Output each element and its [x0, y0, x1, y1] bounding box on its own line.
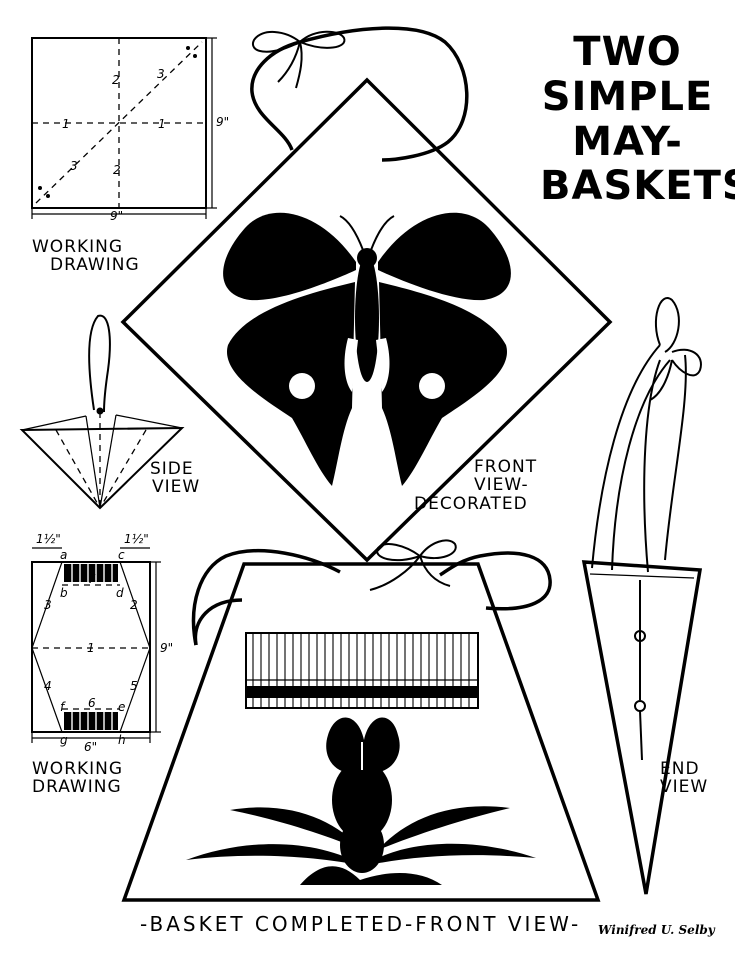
- working-drawing-hexagon: 1 2 3 4 5 6 7 a b c d e f g h 1½" 1½" 9"…: [31, 532, 173, 754]
- page-title: TWO SIMPLE MAY- BASKETS: [540, 29, 735, 210]
- fold-number: 7: [88, 572, 96, 586]
- width-dimension: 9": [110, 209, 123, 223]
- working-drawing-label-1: WORKING DRAWING: [32, 237, 140, 276]
- corner-letter: a: [60, 548, 67, 562]
- front-view-decorated-label: FRONT VIEW- DECORATED: [414, 457, 538, 514]
- flower-silhouette: [186, 717, 536, 885]
- fold-number: 1: [62, 117, 70, 131]
- fold-number: 5: [130, 679, 138, 693]
- top-right-dimension: 1½": [124, 532, 149, 546]
- height-dimension: 9": [160, 641, 173, 655]
- fold-number: 1: [158, 117, 166, 131]
- side-view-label: SIDE VIEW: [150, 459, 201, 498]
- fold-number: 4: [44, 679, 52, 693]
- corner-letter: d: [116, 586, 124, 600]
- fold-number: 6: [88, 696, 96, 710]
- basket-completed-caption: -BASKET COMPLETED-FRONT VIEW-: [140, 912, 582, 936]
- corner-letter: h: [118, 733, 126, 747]
- title-line: TWO: [573, 29, 682, 75]
- fold-number: 2: [113, 163, 121, 177]
- top-left-dimension: 1½": [36, 532, 61, 546]
- working-drawing-square: 1 1 2 2 3 3 9" 9": [31, 37, 229, 223]
- end-view-label: END VIEW: [660, 759, 709, 798]
- title-line: MAY-: [572, 118, 683, 165]
- fold-number: 3: [44, 598, 52, 612]
- fold-number: 3: [157, 67, 165, 81]
- height-dimension: 9": [216, 115, 229, 129]
- end-view: [581, 297, 703, 895]
- fold-number: 2: [112, 73, 120, 87]
- corner-letter: c: [118, 548, 125, 562]
- butterfly-silhouette: [223, 212, 511, 486]
- title-line: BASKETS: [540, 163, 735, 210]
- front-view-decorated-diamond: [120, 77, 613, 563]
- fold-number: 2: [130, 598, 138, 612]
- fold-number: 3: [70, 159, 78, 173]
- title-line: SIMPLE: [541, 73, 714, 120]
- corner-letter: e: [118, 700, 125, 714]
- corner-letter: f: [60, 700, 66, 714]
- side-view: [19, 314, 185, 510]
- corner-letter: g: [60, 733, 68, 747]
- basket-handle-top: [250, 26, 469, 162]
- artist-signature: Winifred U. Selby: [598, 923, 715, 937]
- width-dimension: 6": [84, 740, 97, 754]
- working-drawing-label-2: WORKING DRAWING: [32, 759, 124, 798]
- fold-number: 1: [87, 641, 95, 655]
- basket-completed-front-view: [121, 539, 601, 902]
- corner-letter: b: [60, 586, 68, 600]
